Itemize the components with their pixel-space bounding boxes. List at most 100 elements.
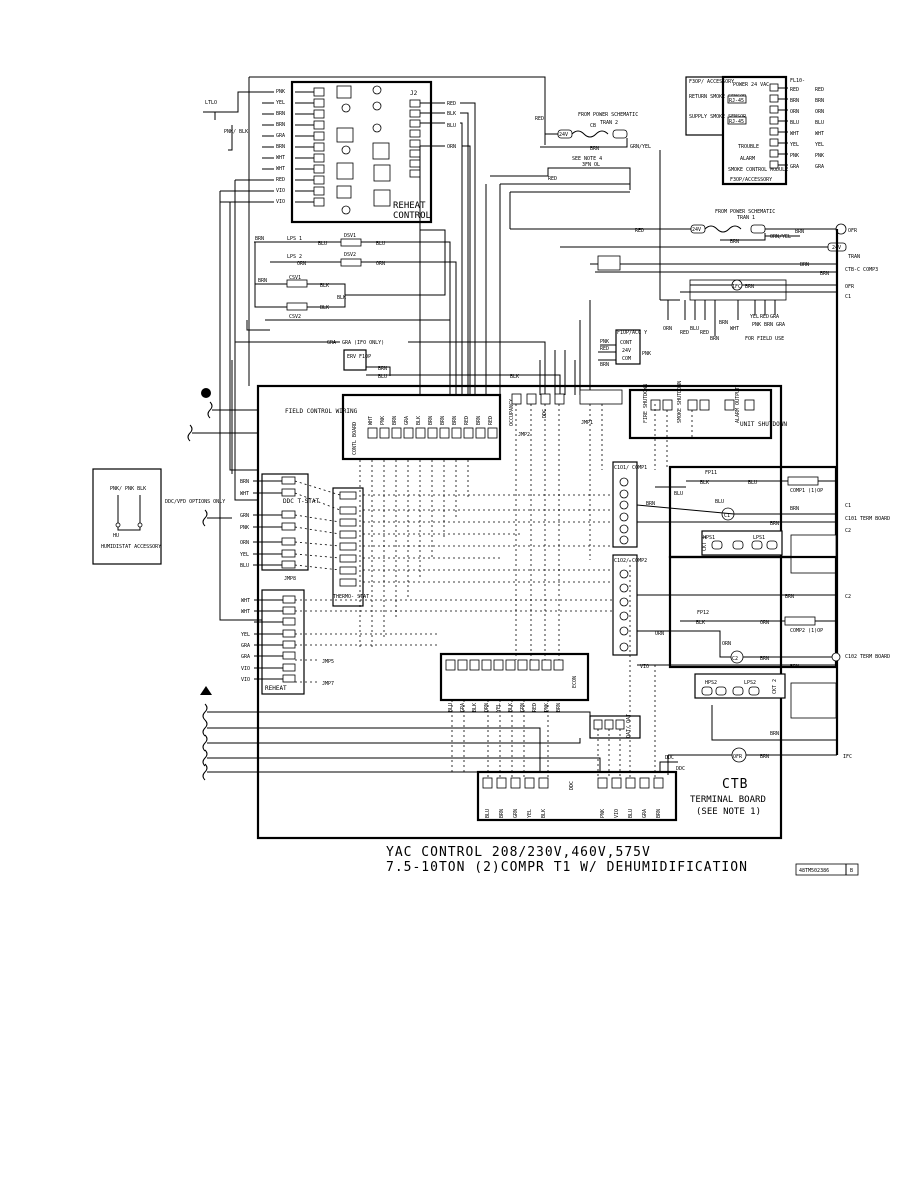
reheat-label-2: CONTROL [393, 211, 431, 221]
ec-w6: GRN [520, 703, 526, 712]
smoke-w2: ORN [790, 109, 799, 115]
ec-w0: BLU [448, 703, 454, 712]
cb-w7: BRN [452, 416, 458, 425]
field-wiring-label: FIELD CONTROL WIRING [285, 408, 358, 415]
smoke-w4: WHT [790, 131, 799, 137]
cb-w3: GRA [404, 416, 410, 425]
ddc-label-top: DDC [542, 409, 548, 418]
smoke-wr2: ORN [815, 109, 824, 115]
svg-text:RED: RED [635, 228, 644, 234]
cb-w4: BLK [416, 416, 422, 425]
ol-wire [490, 167, 631, 190]
smoke-wire-labels: RED BRN ORN BLU WHT YEL PNK GRA RED BRN … [778, 87, 824, 170]
svg-text:ORN: ORN [376, 261, 385, 267]
db-w2: GRN [513, 809, 519, 818]
smoke-supply: SUPPLY SMOKE SENSOR [689, 114, 747, 120]
ddc-out-label: DDC [665, 755, 674, 761]
smoke-w5: YEL [790, 142, 799, 148]
svg-text:BLU: BLU [748, 480, 757, 486]
econ-box [439, 652, 590, 702]
rtb-w4: GRA [241, 654, 250, 660]
svg-text:BRN: BRN [764, 322, 773, 328]
svg-text:BRN: BRN [646, 501, 655, 507]
control-feed-wires [219, 180, 591, 621]
field-triangle-marker [200, 686, 212, 695]
svg-text:ORN: ORN [655, 631, 664, 637]
jmp2-label: JMP2 [518, 432, 530, 438]
fp1-label: FP11 [705, 470, 717, 476]
ckt2-label: CKT 2 [772, 679, 778, 694]
ddc-bottom-box [476, 770, 678, 822]
svg-text:GRA: GRA [327, 340, 336, 346]
db-w1: BRN [499, 809, 505, 818]
comp1-terminals [619, 477, 629, 545]
humid-pnk: PNK/ PNK BLK [110, 486, 146, 492]
humid-label: HUMIDISTAT ACCESSORY [101, 544, 161, 550]
c2-label: C2 [732, 656, 738, 662]
econ-label: ECON [572, 676, 578, 688]
fire-shutdown-label: FIRE SHUTDOWN [643, 384, 649, 423]
smoke-w1: BRN [790, 98, 799, 104]
part-number: 48TM502386 [799, 868, 829, 874]
svg-text:ORN: ORN [722, 641, 731, 647]
rtb-w5: VIO [241, 666, 250, 672]
smoke-terminals [769, 83, 779, 169]
svg-text:BLU: BLU [715, 499, 724, 505]
terminal-board-label: TERMINAL BOARD [690, 795, 766, 805]
lps2-label: LPS 2 [287, 254, 302, 260]
rtb-w3: GRA [241, 643, 250, 649]
c102-label: C102 TERM BOARD [845, 654, 890, 660]
cb-w8: RED [464, 416, 470, 425]
svg-text:BLK: BLK [320, 305, 329, 311]
reheat-control-box [290, 80, 433, 224]
svg-text:BRN: BRN [790, 506, 799, 512]
cb-w2: BRN [392, 416, 398, 425]
ec-w2: BLK [472, 703, 478, 712]
smoke-wr0: RED [815, 87, 824, 93]
label-ctb-c: CTB-C COMP3 [845, 267, 878, 273]
dsv1-label: DSV1 [344, 233, 356, 239]
power-ol: 3FN OL [582, 162, 600, 168]
rh-wire-8: RED [276, 177, 285, 183]
rh-r-wire-0: RED [447, 101, 456, 107]
reheat-right-wires: RED BLK BLU ORN [420, 101, 476, 350]
svg-text:BRN: BRN [590, 146, 599, 152]
cont-board-box [341, 393, 502, 461]
thermostat-terminals [339, 491, 357, 587]
svg-text:RED: RED [760, 314, 769, 320]
reheat-wire-labels: PNK YEL BRN BRN GRA BRN WHT WHT RED VIO … [276, 89, 285, 205]
svg-text:RED: RED [680, 330, 689, 336]
rh-wire-2: BRN [276, 111, 285, 117]
rtb-w1: WHT [241, 609, 250, 615]
hps1-label: HPS1 [703, 535, 715, 541]
db-w8: GRA [642, 809, 648, 818]
svg-text:PNK: PNK [600, 339, 609, 345]
comp1-plug [790, 534, 837, 574]
frame-top-line [249, 76, 546, 145]
econ-wire-labels: BLU GRA BLK ORN YEL BLK GRN RED PNK BRN [448, 703, 562, 712]
cap1-label: COMP1 (1)OP [790, 488, 823, 494]
rh-wire-1: YEL [276, 100, 285, 106]
erv-label: ERV F1OP [347, 354, 371, 360]
internal-dashed-wiring [295, 404, 693, 778]
rh-wire-10: VIO [276, 199, 285, 205]
c1-label: C1 [724, 513, 730, 519]
ts-w4: ORN [240, 540, 249, 546]
smoke-wr5: YEL [815, 142, 824, 148]
jmp5-label: JMP5 [322, 659, 334, 665]
smoke-wr1: BRN [815, 98, 824, 104]
smoke-f3op: F3OP/ ACCESSORY [689, 79, 734, 85]
bottom-left-field-wires [202, 703, 601, 781]
rh-r-wire-3: ORN [447, 144, 456, 150]
svg-text:PNK: PNK [642, 351, 651, 357]
smoke-rj45b: RJ-45 [729, 119, 744, 125]
csv1-coil [286, 279, 308, 288]
ec-w8: PNK [544, 703, 550, 712]
svg-text:BRN: BRN [710, 336, 719, 342]
svg-text:PNK: PNK [752, 322, 761, 328]
lps1-b-label: LPS1 [753, 535, 765, 541]
smoke-wr6: PNK [815, 153, 824, 159]
svg-text:ORN/YEL: ORN/YEL [770, 234, 791, 240]
humid-hu: HU [113, 533, 119, 539]
f1op-acc-label: F1OP/ACC Y [617, 330, 647, 336]
